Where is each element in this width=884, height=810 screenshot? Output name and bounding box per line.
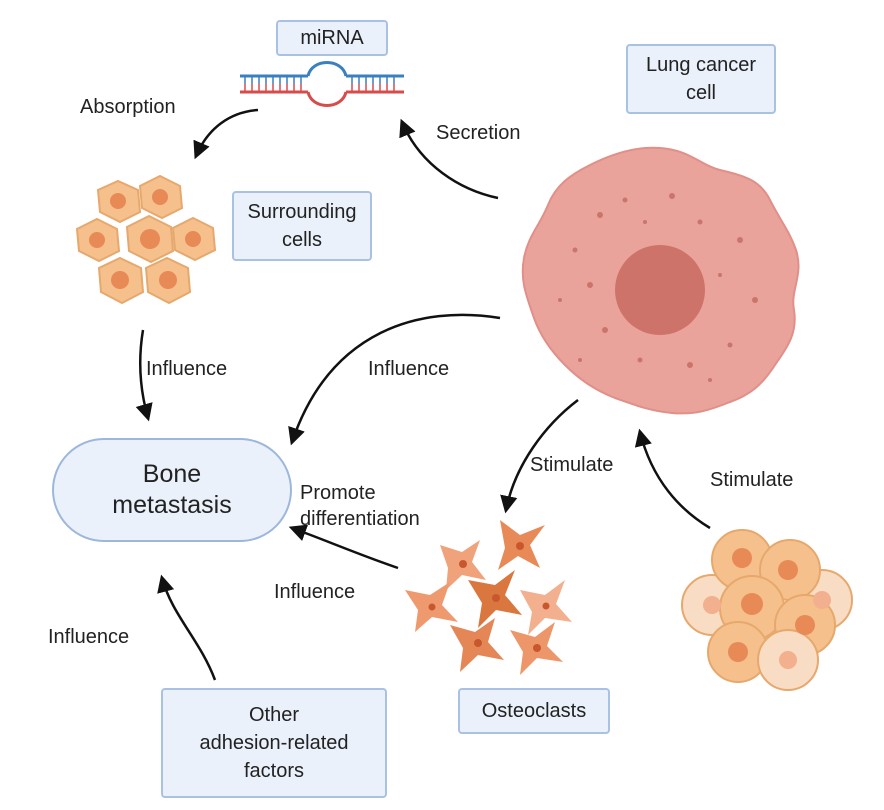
lung-cancer-cell-box: Lung cancer cell xyxy=(626,44,776,114)
arrow-factors-to-bone xyxy=(157,574,217,681)
arrow-surrounding-to-bone xyxy=(135,329,153,422)
label-stimulate-center: Stimulate xyxy=(530,454,614,476)
label-absorption: Absorption xyxy=(80,96,176,118)
lung-cancer-cell-icon xyxy=(521,146,800,415)
arrow-cancer-to-bone xyxy=(288,313,501,446)
arrow-secretion xyxy=(399,118,499,200)
arrow-cluster-to-cancer xyxy=(634,428,711,530)
bone-metastasis-node: Bone metastasis xyxy=(52,438,292,542)
cancer-cell-cluster-icon xyxy=(681,529,853,691)
surrounding-cells-box: Surrounding cells xyxy=(232,191,372,261)
arrow-osteoclasts-to-bone xyxy=(288,524,399,570)
label-influence-osteoclasts: Influence xyxy=(274,581,356,603)
label-stimulate-right: Stimulate xyxy=(710,469,794,491)
label-influence-center: Influence xyxy=(368,358,450,380)
osteoclasts-icon xyxy=(405,520,572,675)
other-factors-box: Other adhesion-related factors xyxy=(161,688,387,798)
mirna-box: miRNA xyxy=(276,20,388,56)
label-secretion: Secretion xyxy=(436,122,521,144)
label-promote-differentiation: Promote differentiation xyxy=(300,482,420,530)
arrow-cancer-to-osteoclasts xyxy=(500,399,579,514)
label-influence-bottom: Influence xyxy=(48,626,130,648)
osteoclasts-box: Osteoclasts xyxy=(458,688,610,734)
surrounding-cells-icon xyxy=(75,174,217,305)
label-influence-left: Influence xyxy=(146,358,228,380)
mirna-icon xyxy=(240,61,404,107)
arrow-absorption xyxy=(193,108,259,160)
